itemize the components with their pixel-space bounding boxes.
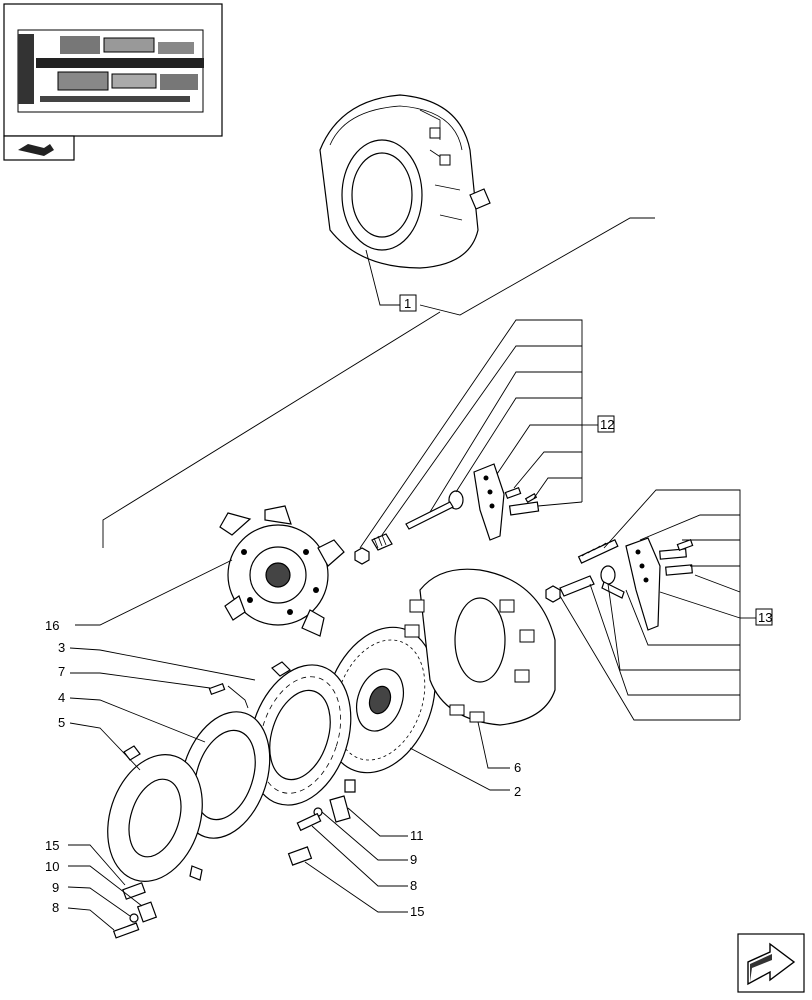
callout-12: 12 <box>600 417 614 432</box>
clutch-assembly-part-1 <box>319 94 491 269</box>
drive-plate-part-16 <box>219 505 345 637</box>
callout-8-left: 8 <box>52 900 59 915</box>
clutch-disc-part-2 <box>324 626 436 774</box>
lever-group-part-12 <box>354 463 540 565</box>
callout-9-left: 9 <box>52 880 59 895</box>
washer-part-9-left <box>129 913 139 923</box>
pin-part-7 <box>208 683 226 695</box>
callout-10: 10 <box>45 859 59 874</box>
back-arrow-icon[interactable] <box>3 135 75 161</box>
callout-9-center: 9 <box>410 852 417 867</box>
transmission-thumbnail[interactable] <box>3 3 223 137</box>
next-page-arrow-icon[interactable] <box>737 933 805 993</box>
lever-group-part-13 <box>545 537 694 631</box>
callout-11: 11 <box>410 828 424 843</box>
callout-1: 1 <box>404 296 411 311</box>
flywheel-ring-part-5 <box>107 745 203 882</box>
callout-8-center: 8 <box>410 878 417 893</box>
callout-5: 5 <box>58 715 65 730</box>
callout-3: 3 <box>58 640 65 655</box>
pressure-plate-part-6 <box>404 568 556 726</box>
bolt-part-8-left <box>112 922 140 939</box>
callout-15-center: 15 <box>410 904 424 919</box>
callout-16: 16 <box>45 618 59 633</box>
callout-4: 4 <box>58 690 65 705</box>
bolt-part-15-center <box>287 846 313 866</box>
bolt-part-15-left <box>122 882 146 900</box>
bolt-part-8-center <box>296 812 322 832</box>
callout-13: 13 <box>758 610 772 625</box>
callout-15-left: 15 <box>45 838 59 853</box>
bracket-part-11 <box>329 795 351 823</box>
callout-2: 2 <box>514 784 521 799</box>
callout-6: 6 <box>514 760 521 775</box>
callout-7: 7 <box>58 664 65 679</box>
intermediate-plate-part-3 <box>248 661 356 806</box>
bracket-part-10 <box>136 901 158 923</box>
